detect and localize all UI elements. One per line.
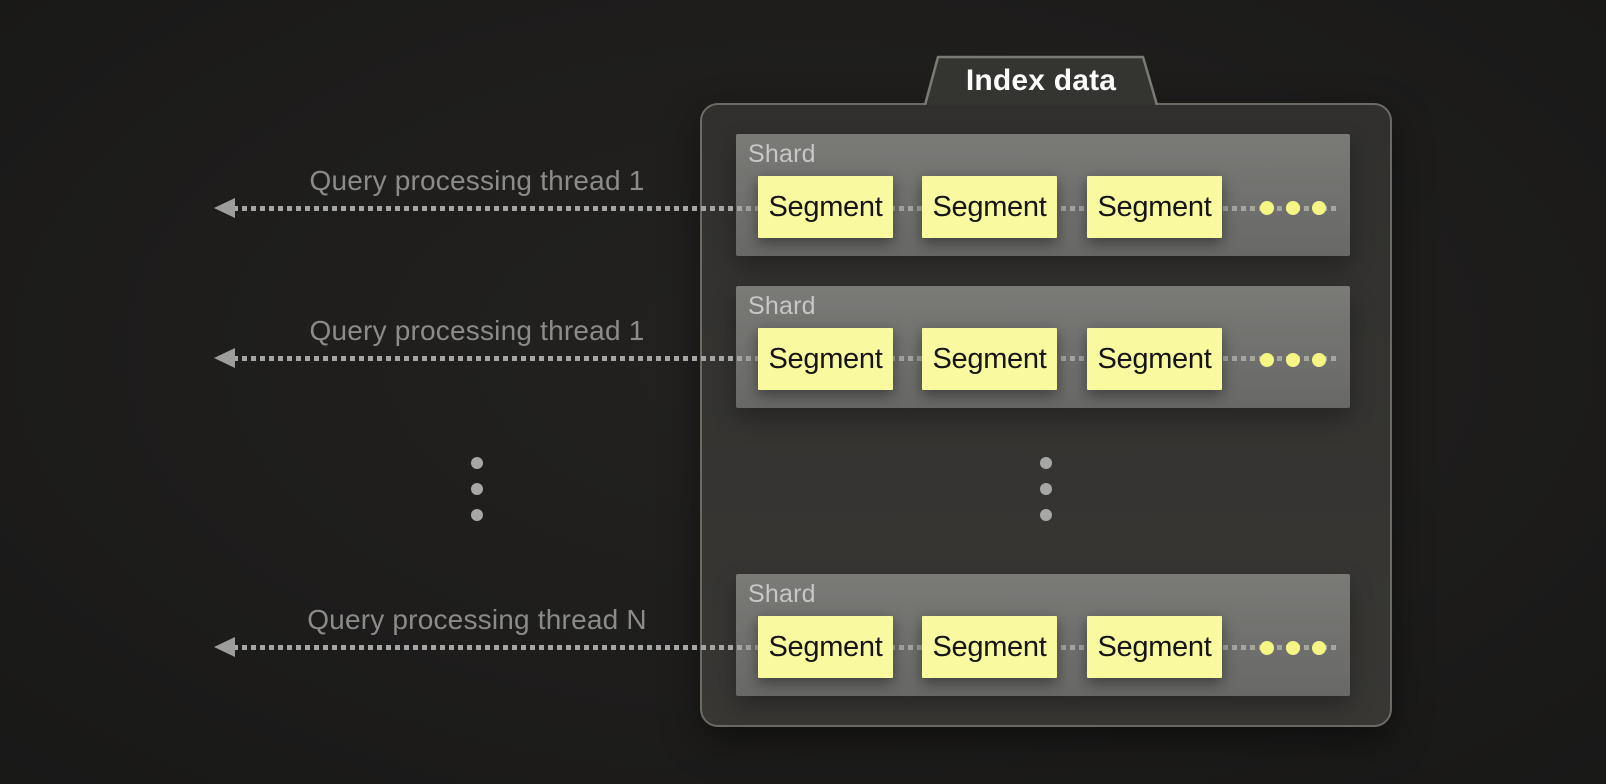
horizontal-ellipsis-dot-icon [1260,641,1274,655]
horizontal-ellipsis-dot-icon [1312,201,1326,215]
ellipsis-dot-icon [1040,483,1052,495]
left-arrowhead-icon [214,637,235,657]
horizontal-ellipsis-dot-icon [1260,201,1274,215]
index-data-tab [924,55,1158,105]
shard-row-1: Shard Segment Segment Segment [736,134,1350,256]
segment-box: Segment [1087,176,1222,238]
ellipsis-dot-icon [1040,457,1052,469]
segment-box: Segment [1087,328,1222,390]
segment-box: Segment [758,616,893,678]
segment-box: Segment [1087,616,1222,678]
shard-row-2: Shard Segment Segment Segment [736,286,1350,408]
horizontal-ellipsis-dot-icon [1286,353,1300,367]
left-arrowhead-icon [214,198,235,218]
index-data-title: Index data [965,64,1117,97]
horizontal-ellipsis-dot-icon [1260,353,1274,367]
horizontal-ellipsis-dot-icon [1286,641,1300,655]
horizontal-ellipsis-dot-icon [1312,641,1326,655]
ellipsis-dot-icon [471,483,483,495]
segment-box: Segment [758,328,893,390]
shard-row-n: Shard Segment Segment Segment [736,574,1350,696]
thread-label-n: Query processing thread N [307,604,647,635]
shard-label: Shard [748,580,816,608]
horizontal-ellipsis-dot-icon [1312,353,1326,367]
ellipsis-dot-icon [471,509,483,521]
segment-box: Segment [922,616,1057,678]
left-arrowhead-icon [214,348,235,368]
ellipsis-dot-icon [1040,509,1052,521]
shard-label: Shard [748,140,816,168]
segment-box: Segment [922,176,1057,238]
thread-label-2: Query processing thread 1 [309,315,645,346]
segment-box: Segment [922,328,1057,390]
shard-label: Shard [748,292,816,320]
ellipsis-dot-icon [471,457,483,469]
horizontal-ellipsis-dot-icon [1286,201,1300,215]
segment-box: Segment [758,176,893,238]
thread-label-1: Query processing thread 1 [309,165,645,196]
